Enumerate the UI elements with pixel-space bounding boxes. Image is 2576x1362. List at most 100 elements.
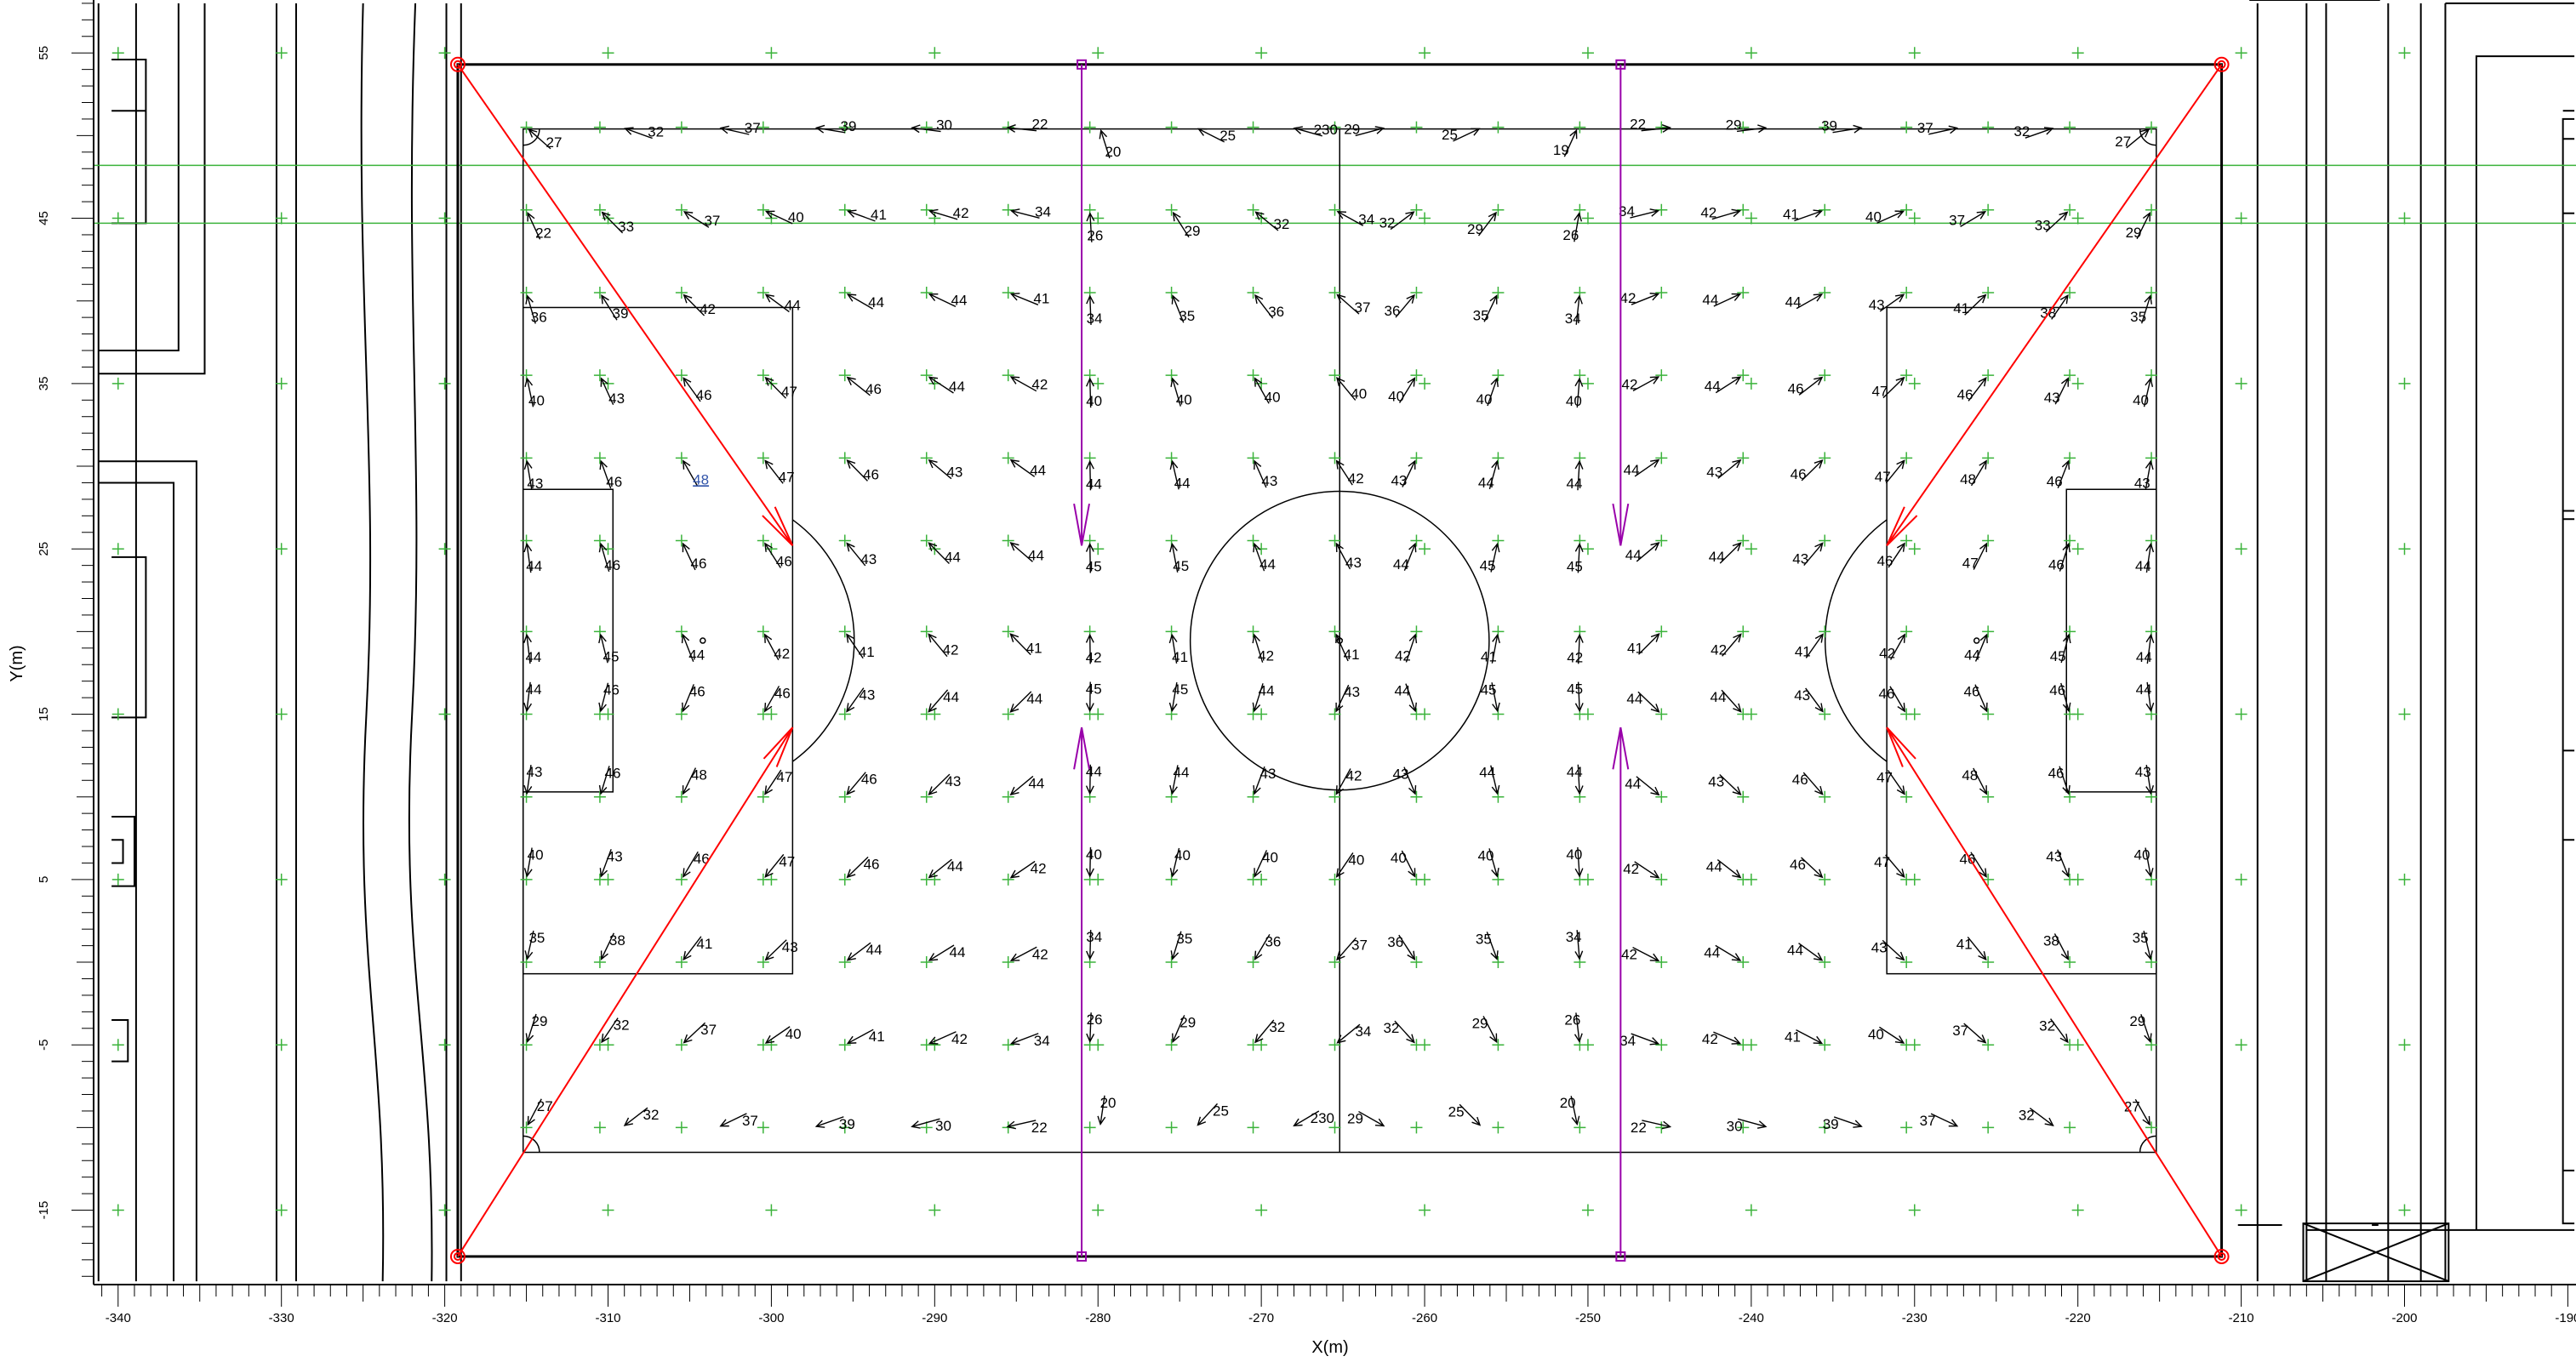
arrow-head	[1011, 870, 1020, 878]
value-arrow: 42	[1620, 290, 1659, 306]
value-arrow: 45	[1086, 681, 1102, 711]
value-arrow: 43	[524, 461, 543, 492]
illuminance-value: 43	[1869, 297, 1885, 313]
illuminance-value: 46	[1788, 380, 1804, 396]
grid-cross	[1410, 625, 1422, 637]
illuminance-value: 44	[1709, 549, 1725, 565]
illuminance-value: 47	[1875, 469, 1891, 485]
illuminance-value: 36	[1387, 934, 1403, 950]
x-tick-label: -270	[1248, 1311, 1274, 1325]
value-arrow: 43	[1708, 774, 1740, 795]
value-arrow: 44	[1479, 765, 1499, 794]
value-arrow: 32	[1255, 1019, 1285, 1042]
grid-cross	[1745, 213, 1757, 225]
grid-cross	[603, 1205, 614, 1217]
value-arrow: 40	[1254, 849, 1278, 876]
value-arrow: 47	[1876, 769, 1905, 794]
grid-cross	[1255, 47, 1267, 59]
value-arrow: 44	[1709, 543, 1741, 565]
value-arrow: 46	[765, 544, 792, 570]
value-arrow: 40	[1086, 846, 1102, 876]
grid-cross	[594, 709, 606, 721]
value-arrow: 22	[1631, 1120, 1671, 1136]
grid-cross	[1909, 378, 1921, 390]
illuminance-value: 46	[863, 466, 879, 482]
value-arrow: 27	[529, 129, 563, 151]
arrow-head	[1977, 212, 1985, 219]
value-arrow: 46	[765, 685, 791, 711]
illuminance-value: 34	[1034, 1033, 1050, 1049]
illuminance-value: 46	[1964, 684, 1980, 700]
arrow-head	[683, 868, 690, 876]
grid-cross	[521, 1121, 533, 1133]
value-arrow: 38	[602, 932, 625, 960]
grid-cross	[2236, 378, 2248, 390]
value-arrow: 30	[912, 117, 952, 134]
value-arrow: 48	[683, 767, 707, 795]
value-arrow: 42	[1011, 861, 1047, 878]
value-arrow: 36	[1385, 295, 1414, 319]
red-aiming-line	[458, 65, 792, 546]
right-penalty-spot	[1974, 638, 1979, 643]
value-arrow: 40	[1171, 379, 1192, 408]
grid-cross	[1909, 1205, 1921, 1217]
value-arrow: 40	[1566, 846, 1582, 876]
illuminance-value: 40	[528, 846, 544, 863]
illuminance-value: 46	[2048, 557, 2065, 573]
value-arrow: 34	[1565, 296, 1583, 327]
illuminance-value: 20	[1560, 1095, 1576, 1111]
illuminance-value: 40	[1566, 846, 1582, 863]
illuminance-value: 41	[1783, 206, 1799, 222]
value-arrow: 41	[848, 207, 887, 223]
x-tick-label: -250	[1575, 1311, 1601, 1325]
value-arrow: 44	[1704, 944, 1740, 960]
grid-cross	[1419, 213, 1431, 225]
value-arrow: 39	[816, 1116, 855, 1132]
grid-cross	[757, 1121, 769, 1133]
illuminance-value: 42	[1621, 947, 1637, 963]
grid-cross	[1092, 543, 1104, 555]
arrow-head	[1897, 544, 1905, 552]
illuminance-value: 43	[2044, 390, 2060, 406]
illuminance-value: 36	[1265, 933, 1281, 949]
value-arrow: 42	[1711, 634, 1740, 658]
value-arrow: 48	[1960, 461, 1986, 487]
illuminance-value: 41	[1795, 643, 1811, 659]
value-arrow: 29	[1467, 213, 1496, 237]
value-arrow: 45	[599, 635, 620, 664]
value-arrow: 26	[1562, 214, 1581, 243]
grid-cross	[1819, 1039, 1831, 1051]
grid-cross	[594, 625, 606, 637]
value-arrow: 44	[2136, 635, 2154, 665]
x-tick-label: -200	[2391, 1311, 2417, 1325]
value-arrow: 42	[1337, 461, 1364, 487]
site-line	[2563, 119, 2574, 1223]
illuminance-value: 43	[945, 773, 961, 789]
grid-cross	[2072, 378, 2084, 390]
illuminance-value: 42	[1032, 946, 1048, 962]
value-arrow: 44	[1393, 544, 1416, 573]
grid-cross	[2236, 543, 2248, 555]
value-arrow: 34	[1619, 203, 1658, 219]
arrow-head	[1650, 460, 1659, 468]
illuminance-value: 19	[1553, 142, 1569, 158]
grid-cross	[112, 543, 124, 555]
illuminance-value: 43	[2134, 476, 2150, 492]
illuminance-value: 22	[1630, 117, 1646, 133]
grid-cross	[1419, 47, 1431, 59]
illuminance-value: 46	[691, 556, 707, 572]
value-arrow: 40	[1478, 847, 1499, 876]
value-arrow: 43	[1794, 687, 1823, 711]
illuminance-value: 37	[1917, 120, 1933, 136]
value-arrow: 46	[2047, 461, 2070, 490]
illuminance-value: 46	[774, 685, 791, 701]
pitch-markings	[458, 65, 2222, 1257]
grid-cross	[928, 47, 940, 59]
grid-cross	[1248, 791, 1259, 803]
illuminance-value: 29	[1726, 117, 1742, 133]
illuminance-value: 32	[643, 1107, 660, 1123]
illuminance-value: 43	[1871, 939, 1888, 955]
illuminance-value: 46	[1878, 686, 1894, 702]
illuminance-value: 39	[1823, 1116, 1839, 1132]
value-arrow: 41	[1011, 290, 1049, 306]
